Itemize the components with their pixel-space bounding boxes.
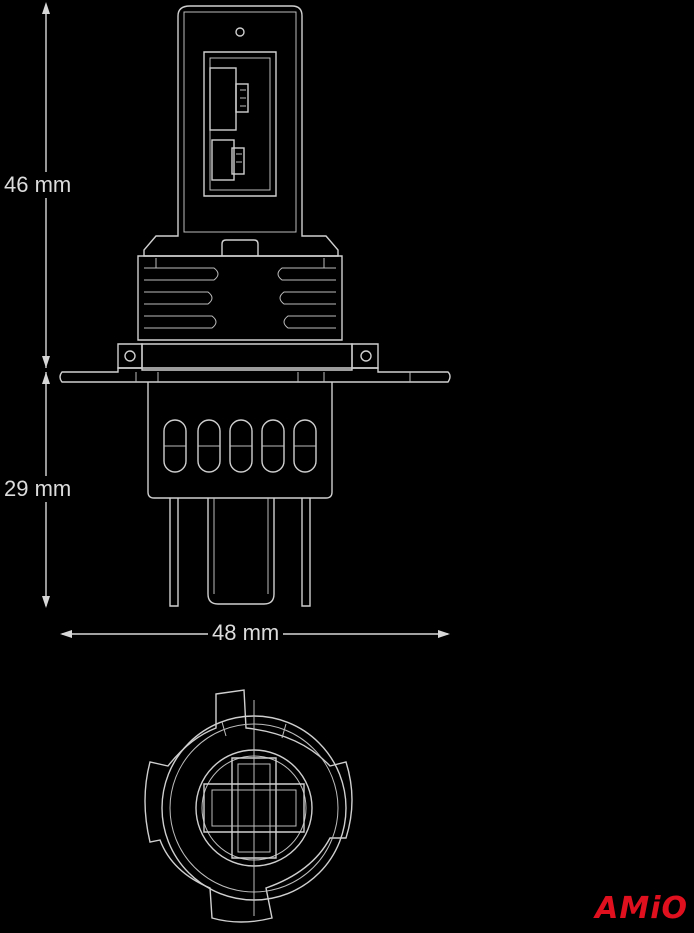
bulb-side-view: [59, 5, 451, 607]
dimension-label-width: 48 mm: [208, 620, 284, 646]
dimension-label-upper-height: 46 mm: [4, 172, 72, 198]
brand-logo: AMiO: [595, 891, 688, 926]
dimension-label-lower-height: 29 mm: [4, 476, 72, 502]
bulb-bottom-view: [144, 689, 353, 923]
